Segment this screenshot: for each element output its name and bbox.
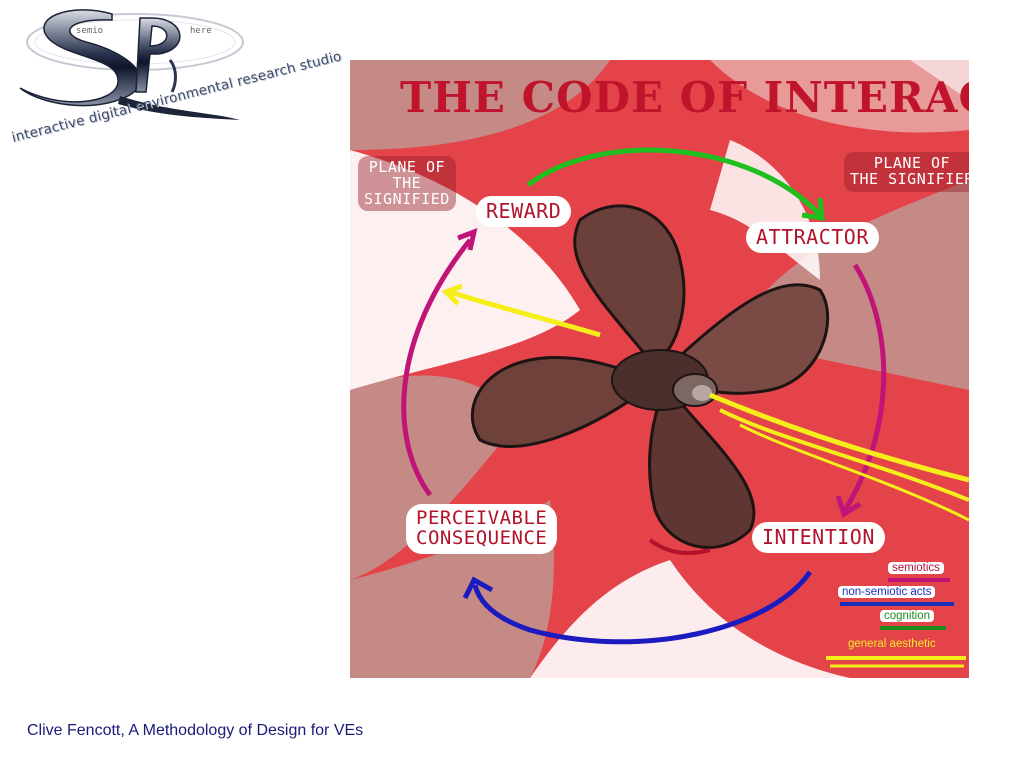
node-perceivable-line-2: CONSEQUENCE <box>416 526 548 549</box>
logo-word-right: here <box>190 26 212 36</box>
logo-graphic <box>19 9 244 120</box>
plane-signified-label: PLANE OF THE SIGNIFIED <box>358 156 456 212</box>
diagram-title: THE CODE OF INTERACTION <box>400 73 969 122</box>
propeller-icon <box>470 204 830 555</box>
node-reward: REWARD <box>478 198 570 225</box>
node-intention: INTENTION <box>754 524 883 551</box>
footer-citation: Clive Fencott, A Methodology of Design f… <box>27 722 364 739</box>
node-perceivable-line-1: PERCEIVABLE <box>416 507 548 529</box>
plane-signifier-line-2: THE SIGNIFIER <box>850 169 969 188</box>
logo-word-left: semio <box>76 26 104 36</box>
node-attractor: ATTRACTOR <box>748 224 877 251</box>
plane-signified-line-3: SIGNIFIED <box>364 189 450 208</box>
plane-signified-line-1: PLANE OF <box>368 158 446 176</box>
legend-non-semiotic-acts: non-semiotic acts <box>838 586 936 598</box>
diagram-artwork <box>350 60 969 678</box>
legend-general-aesthetic: general aesthetic <box>848 638 936 650</box>
code-of-interaction-diagram: THE CODE OF INTERACTION PLANE OF THE SIG… <box>350 60 969 678</box>
studio-logo: semio here interactive digital environme… <box>0 0 343 230</box>
plane-signifier-line-1: PLANE OF <box>873 154 951 172</box>
plane-signifier-label: PLANE OF THE SIGNIFIER <box>844 152 969 192</box>
node-perceivable-consequence: PERCEIVABLE CONSEQUENCE <box>408 506 556 552</box>
legend-cognition: cognition <box>880 610 935 622</box>
legend-semiotics: semiotics <box>888 562 944 574</box>
plane-signified-line-2: THE <box>392 173 422 192</box>
